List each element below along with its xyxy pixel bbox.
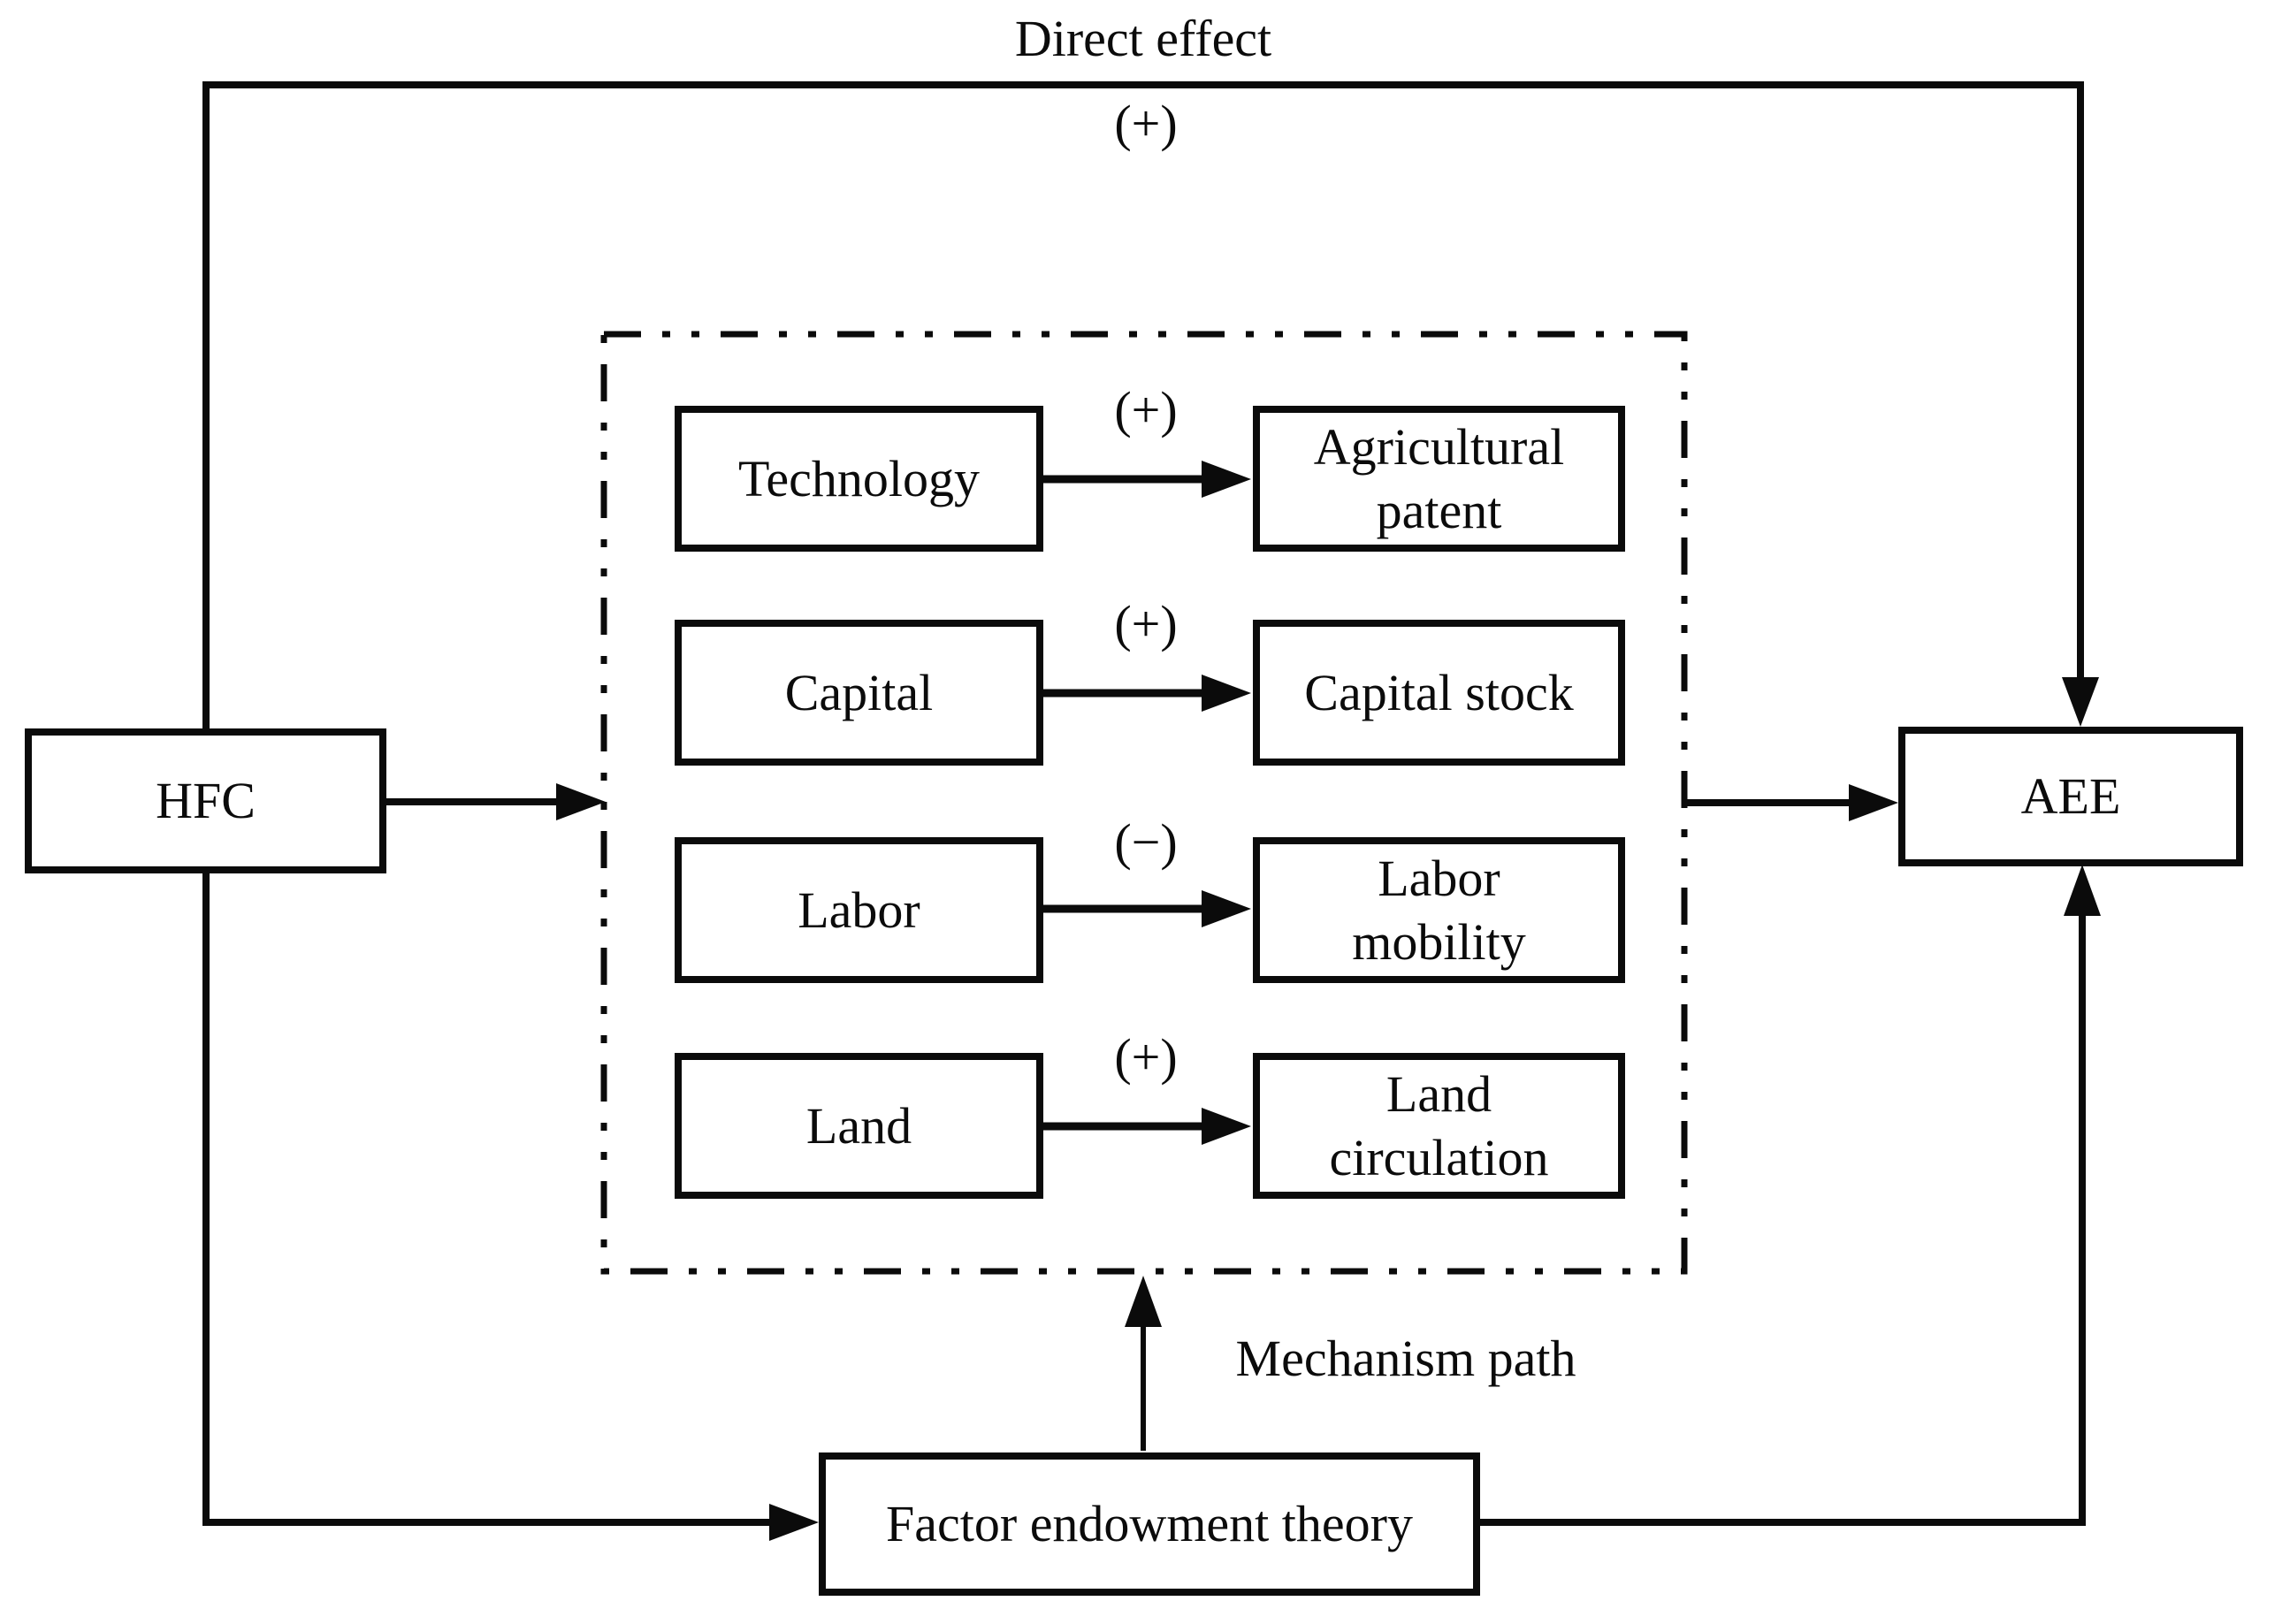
arrowhead-row-technology: [1202, 461, 1251, 498]
target-line: Agricultural: [1313, 417, 1565, 476]
arrowhead-row-labor: [1202, 890, 1251, 927]
direct-effect-line: [202, 81, 2084, 732]
target-line: mobility: [1352, 912, 1526, 971]
arrowhead-row-land: [1202, 1108, 1251, 1145]
node-labor: Labor: [675, 837, 1043, 983]
node-capital: Capital: [675, 620, 1043, 766]
node-land-circulation: Land circulation: [1253, 1053, 1625, 1199]
node-capital-stock: Capital stock: [1253, 620, 1625, 766]
arrowhead-into-theory: [769, 1504, 819, 1541]
node-hfc: HFC: [25, 728, 386, 873]
node-aee: AEE: [1898, 727, 2243, 866]
row-sign-labor: (−): [1114, 813, 1178, 871]
arrowhead-into-aee-bottom: [2064, 865, 2101, 916]
target-line: Capital stock: [1304, 663, 1574, 721]
arrowhead-into-aee-left: [1849, 784, 1898, 821]
target-line: Labor: [1378, 849, 1500, 907]
node-land: Land: [675, 1053, 1043, 1199]
target-line: circulation: [1329, 1128, 1549, 1186]
target-line: patent: [1376, 481, 1502, 539]
arrowhead-into-aee-top: [2062, 677, 2099, 727]
arrowhead-into-group-bottom: [1125, 1276, 1162, 1327]
mechanism-path-label: Mechanism path: [1235, 1330, 1576, 1387]
node-agricultural-patent: Agricultural patent: [1253, 406, 1625, 552]
node-factor-endowment-theory: Factor endowment theory: [819, 1452, 1480, 1596]
node-labor-mobility: Labor mobility: [1253, 837, 1625, 983]
theory-to-aee-line: [1480, 916, 2086, 1526]
direct-effect-sign-label: (+): [1114, 95, 1178, 152]
arrowhead-row-capital: [1202, 675, 1251, 712]
direct-effect-label: Direct effect: [1014, 10, 1272, 67]
hfc-to-theory-line: [202, 870, 769, 1526]
row-sign-technology: (+): [1114, 381, 1178, 438]
row-sign-land: (+): [1114, 1028, 1178, 1086]
target-line: Land: [1385, 1064, 1492, 1123]
row-sign-capital: (+): [1114, 595, 1178, 652]
node-technology: Technology: [675, 406, 1043, 552]
arrowhead-into-group: [556, 783, 606, 820]
